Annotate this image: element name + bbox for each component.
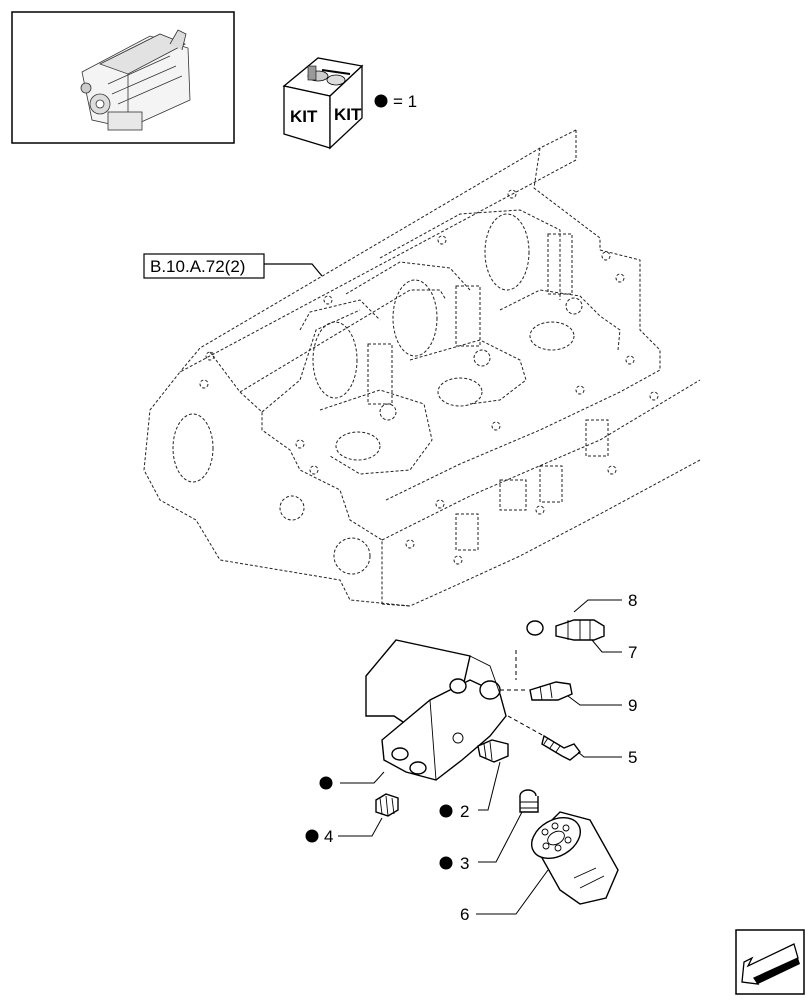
black-dot-icon <box>374 94 388 108</box>
nipple-part-3[interactable] <box>519 789 539 813</box>
screw-part-5[interactable] <box>541 734 581 761</box>
kit-legend-text: = 1 <box>393 92 417 111</box>
callout-2: 2 <box>460 802 469 821</box>
callout-5: 5 <box>628 748 637 767</box>
callout-8: 8 <box>628 591 637 610</box>
callout-support-dot <box>319 776 333 790</box>
plug-part-4[interactable] <box>375 793 399 817</box>
reference-leader <box>264 263 323 277</box>
reference-code: B.10.A.72(2) <box>150 257 245 276</box>
callout-4-dot <box>305 829 319 843</box>
fitting-part-2[interactable] <box>477 739 509 763</box>
engine-block-phantom <box>143 129 701 607</box>
callout-3: 3 <box>460 854 469 873</box>
callout-2-dot <box>439 804 453 818</box>
kit-box-icon: KIT KIT <box>282 57 364 150</box>
engine-thumbnail[interactable] <box>11 11 235 144</box>
leader-lines <box>338 599 622 915</box>
union-fitting-part-7[interactable] <box>555 619 605 641</box>
callout-4: 4 <box>324 827 333 846</box>
reference-link[interactable]: B.10.A.72(2) <box>143 253 265 279</box>
callout-3-dot <box>439 856 453 870</box>
oil-filter-part-6[interactable] <box>524 809 619 905</box>
previous-page-arrow-icon <box>741 943 800 985</box>
callout-6: 6 <box>460 905 469 924</box>
callout-7: 7 <box>628 643 637 662</box>
engine-thumbnail-icon <box>80 29 191 131</box>
fitting-part-9[interactable] <box>529 681 573 701</box>
kit-label-left: KIT <box>290 107 318 126</box>
kit-label-right: KIT <box>334 105 362 124</box>
previous-page-button[interactable] <box>735 929 805 995</box>
callout-9: 9 <box>628 696 637 715</box>
filter-support-assembly[interactable] <box>365 639 507 781</box>
seal-ring-part-8[interactable] <box>526 620 544 636</box>
